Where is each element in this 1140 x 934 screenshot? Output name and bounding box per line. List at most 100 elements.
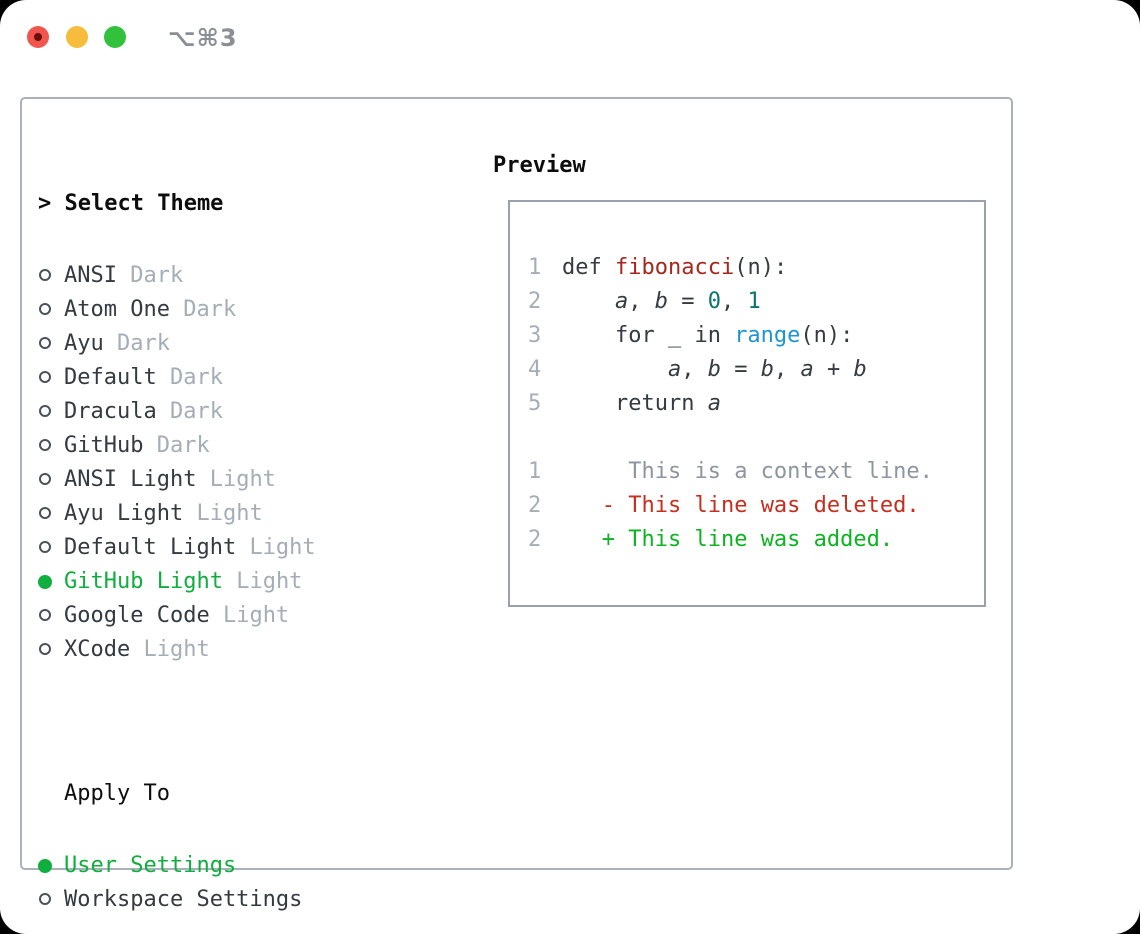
option-label: User Settings: [64, 853, 237, 878]
code-token: b: [853, 357, 867, 382]
code-token: range: [734, 323, 801, 348]
code-token: a: [614, 289, 629, 314]
option-variant-label: Dark: [117, 331, 170, 356]
code-token: b: [760, 357, 774, 382]
zoom-button[interactable]: [104, 26, 126, 48]
option-label: ANSI Light: [64, 467, 197, 492]
preview-title: Preview: [493, 153, 586, 178]
minimize-button[interactable]: [66, 26, 88, 48]
theme-option-github-light[interactable]: GitHub Light Light: [38, 565, 458, 599]
code-line: 4 a, b = b, a + b: [528, 353, 933, 387]
code-token: + This line was added.: [601, 527, 894, 552]
theme-option-ansi[interactable]: ANSI Dark: [38, 259, 458, 293]
option-variant-label: Light: [236, 569, 303, 594]
option-label: Workspace Settings: [64, 887, 303, 912]
diff-line: 2 - This line was deleted.: [528, 489, 933, 523]
close-button[interactable]: [27, 26, 49, 48]
option-label: Google Code: [64, 603, 210, 628]
code-token: return: [562, 391, 708, 416]
radio-icon: [38, 327, 64, 361]
theme-option-xcode[interactable]: XCode Light: [38, 633, 458, 667]
radio-circle: [39, 507, 51, 519]
apply-to-header: Apply To: [64, 781, 170, 806]
code-token: (n):: [800, 323, 854, 348]
code-token: a: [667, 357, 682, 382]
radio-icon: [38, 463, 64, 497]
radio-circle: [39, 643, 51, 655]
code-token: [562, 289, 615, 314]
theme-option-github[interactable]: GitHub Dark: [38, 429, 458, 463]
diff-line: 2 + This line was added.: [528, 523, 933, 557]
code-line: 2 a, b = 0, 1: [528, 285, 933, 319]
code-token: for _ in: [562, 323, 735, 348]
radio-circle: [39, 405, 51, 417]
apply-option-user-settings[interactable]: User Settings: [38, 849, 458, 883]
radio-icon: [38, 259, 64, 293]
theme-option-default[interactable]: Default Dark: [38, 361, 458, 395]
radio-icon: [38, 361, 64, 395]
option-variant-label: Light: [249, 535, 316, 560]
code-token: ,: [773, 357, 801, 382]
option-variant-label: Dark: [156, 433, 210, 458]
option-variant-label: Light: [196, 501, 263, 526]
option-variant-label: Dark: [169, 365, 223, 390]
radio-circle: [39, 609, 51, 621]
radio-circle: [39, 541, 51, 553]
window-title: ⌥⌘3: [168, 24, 238, 52]
code-token: +: [813, 357, 854, 382]
theme-option-ansi-light[interactable]: ANSI Light Light: [38, 463, 458, 497]
line-number: 2: [528, 289, 542, 314]
option-variant-label: Light: [143, 637, 210, 662]
option-variant-label: Dark: [183, 297, 237, 322]
option-label: Ayu Light: [64, 501, 184, 526]
spacer: [38, 705, 458, 739]
code-token: b: [654, 289, 668, 314]
radio-circle: [39, 337, 51, 349]
radio-circle: [39, 893, 51, 905]
code-line: 5 return a: [528, 387, 933, 421]
radio-circle: [39, 269, 51, 281]
code-token: =: [720, 357, 761, 382]
apply-option-workspace-settings[interactable]: Workspace Settings: [38, 883, 458, 917]
code-token: [562, 459, 628, 484]
code-line: 3 for _ in range(n):: [528, 319, 933, 353]
radio-circle: [39, 303, 51, 315]
line-number: 2: [528, 493, 542, 518]
option-label: Atom One: [64, 297, 170, 322]
radio-icon: [38, 293, 64, 327]
radio-circle: [39, 371, 51, 383]
code-token: - This line was deleted.: [601, 493, 920, 518]
theme-option-ayu[interactable]: Ayu Dark: [38, 327, 458, 361]
option-variant-label: Dark: [130, 263, 184, 288]
radio-icon: [38, 633, 64, 667]
theme-option-ayu-light[interactable]: Ayu Light Light: [38, 497, 458, 531]
code-token: a: [800, 357, 814, 382]
theme-option-atom-one[interactable]: Atom One Dark: [38, 293, 458, 327]
option-variant-label: Dark: [169, 399, 223, 424]
radio-icon: [38, 883, 64, 917]
theme-option-default-light[interactable]: Default Light Light: [38, 531, 458, 565]
code-token: [562, 527, 602, 552]
code-token: [562, 493, 602, 518]
radio-icon: [38, 599, 64, 633]
theme-option-dracula[interactable]: Dracula Dark: [38, 395, 458, 429]
select-theme-header: > Select Theme: [38, 191, 224, 216]
spacer-line: [528, 421, 933, 455]
line-number: 1: [528, 255, 542, 280]
radio-icon: [38, 531, 64, 565]
option-variant-label: Light: [222, 603, 290, 628]
radio-selected-icon: [38, 849, 64, 883]
option-label: Default: [64, 365, 157, 390]
option-label: ANSI: [64, 263, 117, 288]
theme-option-google-code[interactable]: Google Code Light: [38, 599, 458, 633]
line-number: 4: [528, 357, 542, 382]
titlebar: ⌥⌘3: [0, 0, 1140, 70]
radio-circle: [38, 575, 52, 589]
